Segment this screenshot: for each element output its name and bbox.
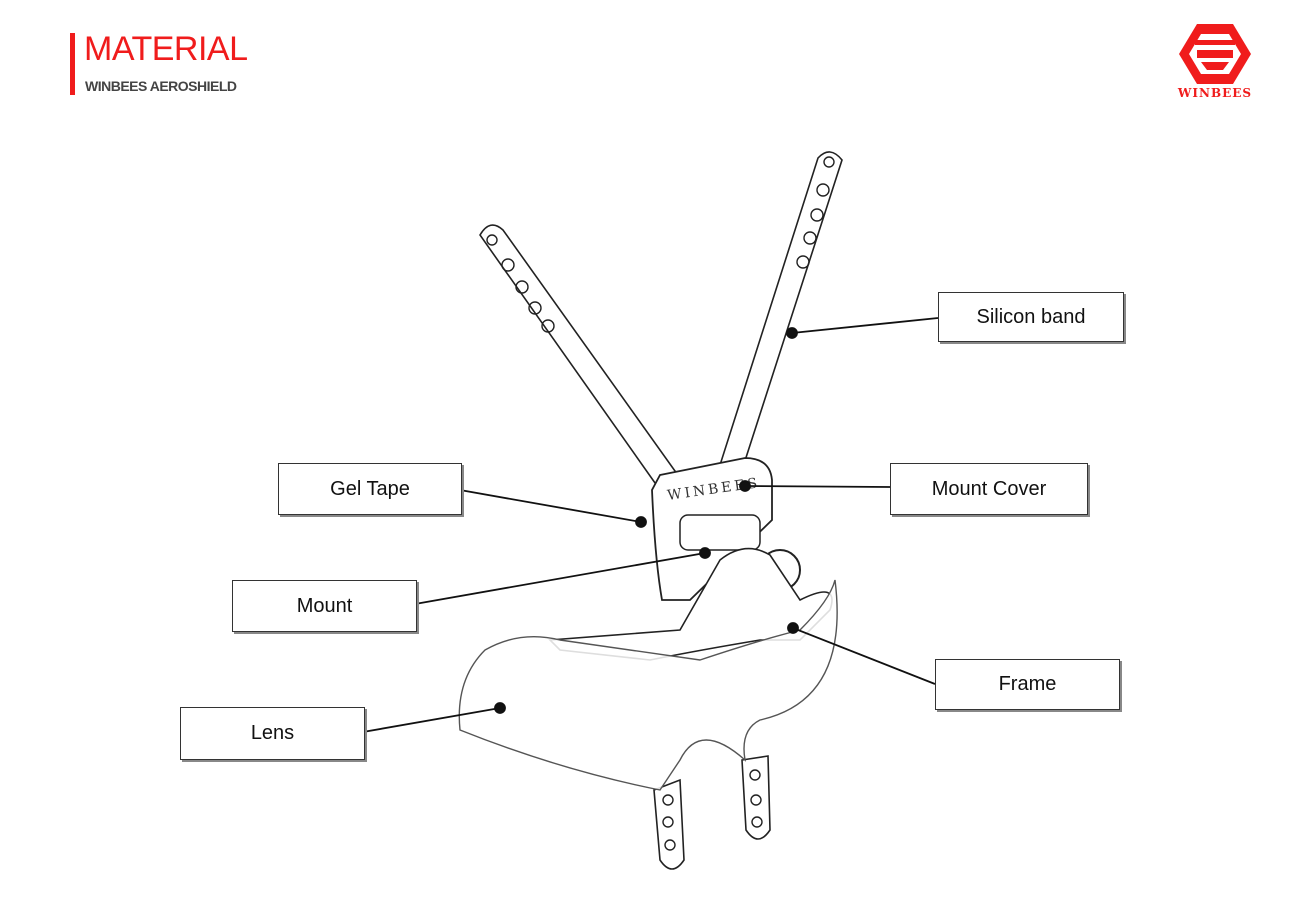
winbees-logo-icon [1179,24,1251,84]
label-gel-tape: Gel Tape [278,463,462,515]
label-frame: Frame [935,659,1120,710]
page-title: MATERIAL [84,30,248,68]
lens-shape [458,579,838,791]
title-accent-bar [70,33,75,95]
label-silicon-band: Silicon band [938,292,1124,342]
page-subtitle: WINBEES AEROSHIELD [85,78,237,94]
logo-text: WINBEES [1177,86,1253,100]
label-mount-cover: Mount Cover [890,463,1088,515]
label-mount: Mount [232,580,417,632]
mount-hinge [679,514,761,551]
leader-lines [362,317,939,733]
label-lens: Lens [180,707,365,760]
